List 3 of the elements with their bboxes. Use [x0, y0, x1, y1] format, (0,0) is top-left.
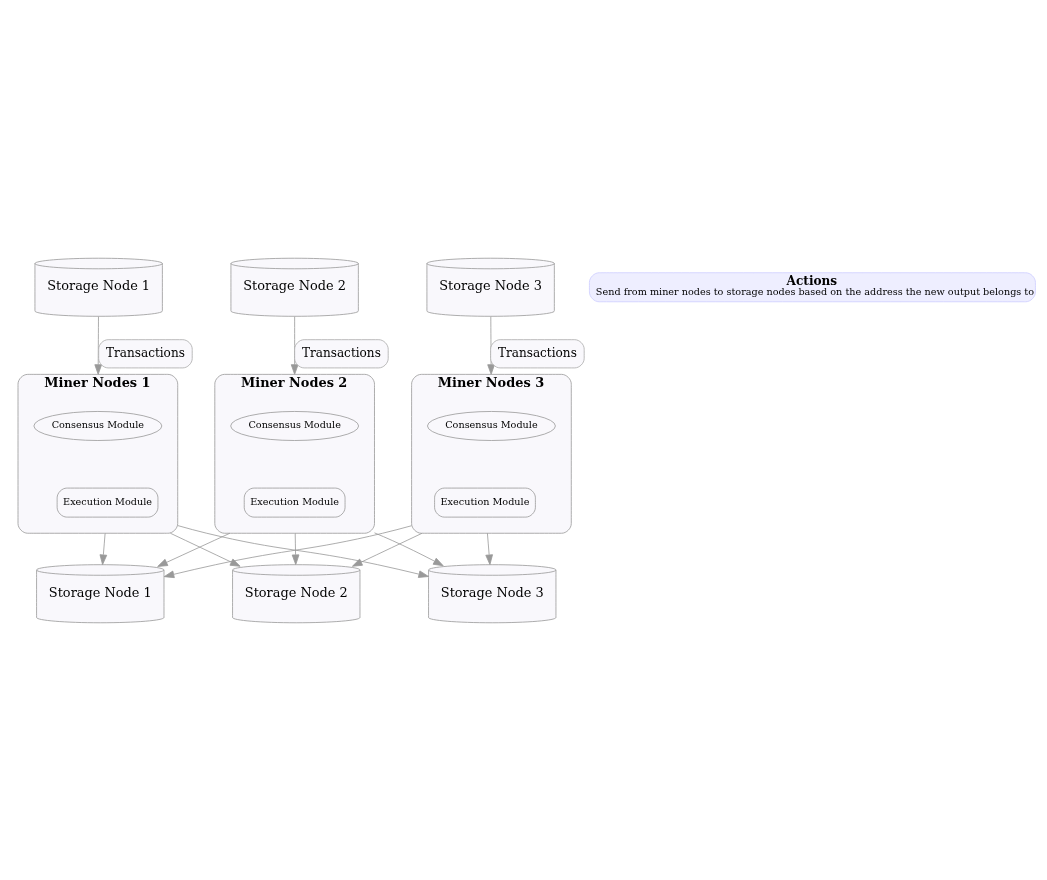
- edge-label: Transactions: [301, 345, 381, 360]
- edge-label: Transactions: [497, 345, 577, 360]
- edge-label: Transactions: [105, 345, 185, 360]
